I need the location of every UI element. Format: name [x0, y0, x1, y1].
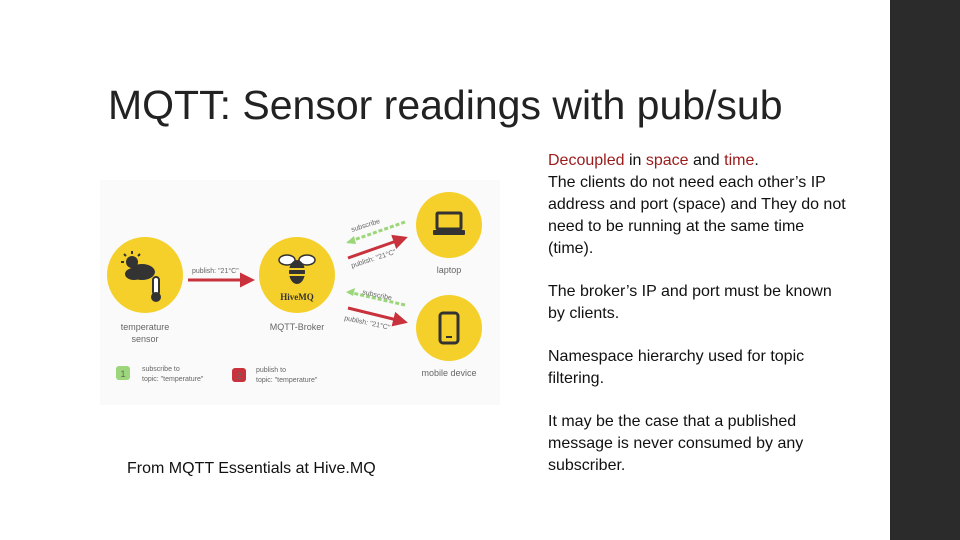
step-2-line2: topic: "temperature" [256, 377, 318, 384]
step-1-line1: subscribe to [142, 366, 180, 373]
step-1-line2: topic: "temperature" [142, 376, 204, 383]
broker-label: MQTT-Broker [270, 322, 325, 332]
mqtt-diagram: temperature sensor HiveMQ MQTT-Broker l [100, 180, 500, 405]
weather-thermometer-icon [121, 251, 161, 302]
step-1-badge [116, 366, 130, 380]
laptop-label: laptop [437, 265, 462, 275]
text-and: and [688, 152, 725, 169]
bullet-broker-ip: The broker’s IP and port must be known b… [548, 283, 832, 322]
step-2-badge [232, 368, 246, 382]
diagram-caption: From MQTT Essentials at Hive.MQ [127, 460, 376, 477]
step-2-line1: publish to [256, 367, 286, 374]
phone-icon [438, 311, 460, 345]
step-2-number: 2 [236, 371, 241, 381]
bullet-unconsumed: It may be the case that a published mess… [548, 413, 804, 474]
broker-node: HiveMQ MQTT-Broker [259, 237, 335, 332]
laptop-circle [416, 192, 482, 258]
term-decoupled: Decoupled [548, 152, 625, 169]
bullet-list: Decoupled in space and time. The clients … [548, 150, 848, 498]
bullet-decoupled: Decoupled in space and time. The clients … [548, 150, 848, 260]
decoupled-explanation: The clients do not need each other’s IP … [548, 174, 846, 257]
step-2: 2 publish to topic: "temperature" [232, 367, 318, 384]
sidebar-bar [890, 0, 960, 540]
text-in: in [624, 152, 646, 169]
sensor-node: temperature sensor [107, 237, 183, 344]
step-1: 1 subscribe to topic: "temperature" [116, 366, 204, 383]
arrow-publish-sensor-label: publish: "21°C" [192, 267, 239, 275]
mobile-circle [416, 295, 482, 361]
hivemq-logo: HiveMQ [280, 292, 314, 302]
laptop-icon [433, 211, 465, 235]
bullet-namespace: Namespace hierarchy used for topic filte… [548, 348, 805, 387]
laptop-node: laptop [416, 192, 482, 275]
mobile-label: mobile device [421, 368, 476, 378]
mobile-node: mobile device [416, 295, 482, 378]
mqtt-diagram-svg: temperature sensor HiveMQ MQTT-Broker l [100, 180, 500, 405]
slide-title: MQTT: Sensor readings with pub/sub [108, 82, 783, 128]
step-1-number: 1 [120, 369, 125, 379]
term-time: time [724, 152, 755, 169]
arrow-publish-sensor: publish: "21°C" [188, 267, 255, 288]
sensor-label-line2: sensor [131, 334, 158, 344]
bee-icon [278, 254, 316, 284]
sensor-label-line1: temperature [121, 322, 170, 332]
term-space: space [645, 152, 689, 169]
text-period: . [754, 152, 759, 169]
